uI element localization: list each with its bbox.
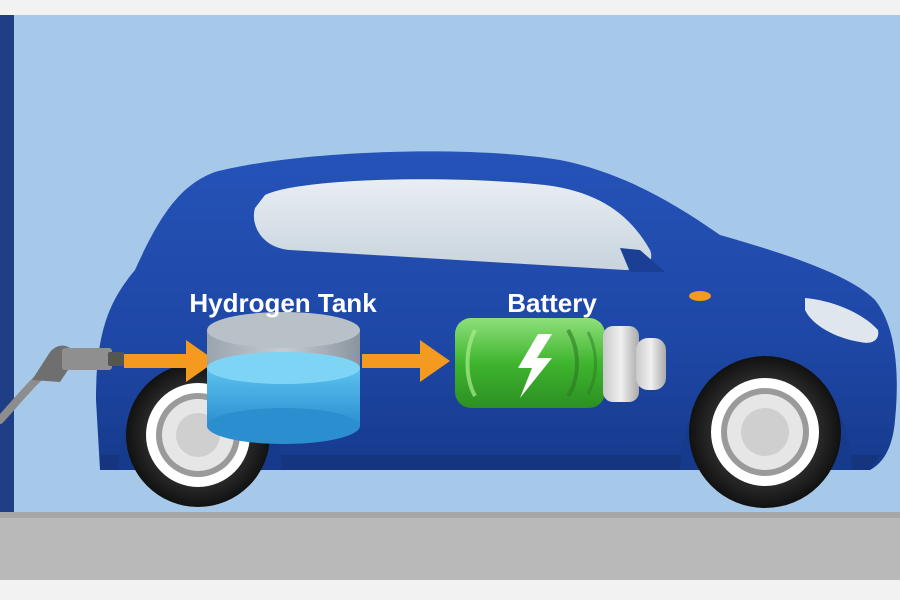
road-edge: [0, 512, 900, 518]
fuel-nozzle-icon: [0, 345, 124, 424]
hydrogen-tank-label: Hydrogen Tank: [189, 288, 377, 318]
front-wheel: [689, 356, 841, 508]
hydrogen-tank: [207, 312, 360, 444]
window-pillar: [620, 248, 665, 272]
lightning-bolt-icon: [518, 334, 552, 398]
battery-label: Battery: [507, 288, 597, 318]
left-wall: [0, 15, 14, 515]
battery-icon: [455, 318, 666, 408]
headlight: [805, 298, 879, 343]
side-marker: [689, 291, 711, 301]
arrow-nozzle-to-tank: [124, 340, 216, 382]
car-window: [253, 179, 652, 270]
arrow-tank-to-battery: [362, 340, 450, 382]
road: [0, 512, 900, 580]
